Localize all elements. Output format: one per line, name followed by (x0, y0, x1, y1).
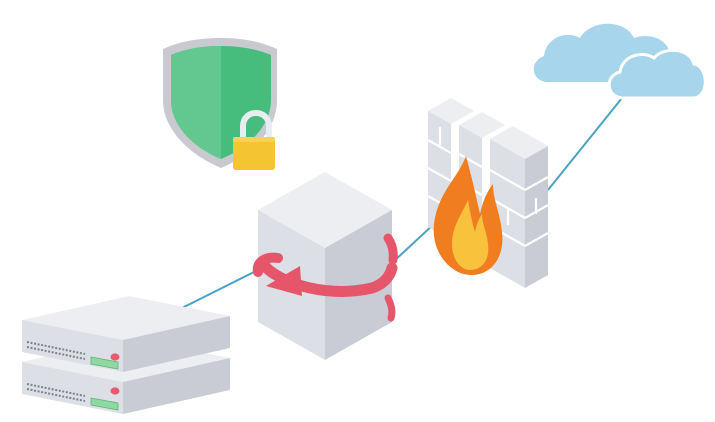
firewall-icon (427, 98, 549, 288)
padlock-icon (233, 109, 275, 170)
server-rack-icon (22, 296, 230, 414)
cloud-icon (533, 23, 707, 100)
link-firewall-to-cloud (547, 97, 623, 191)
circular-arrow-icon (252, 233, 398, 322)
flame-icon (433, 156, 503, 276)
proxy-box-icon (252, 172, 398, 360)
shield-lock-icon (163, 38, 277, 170)
